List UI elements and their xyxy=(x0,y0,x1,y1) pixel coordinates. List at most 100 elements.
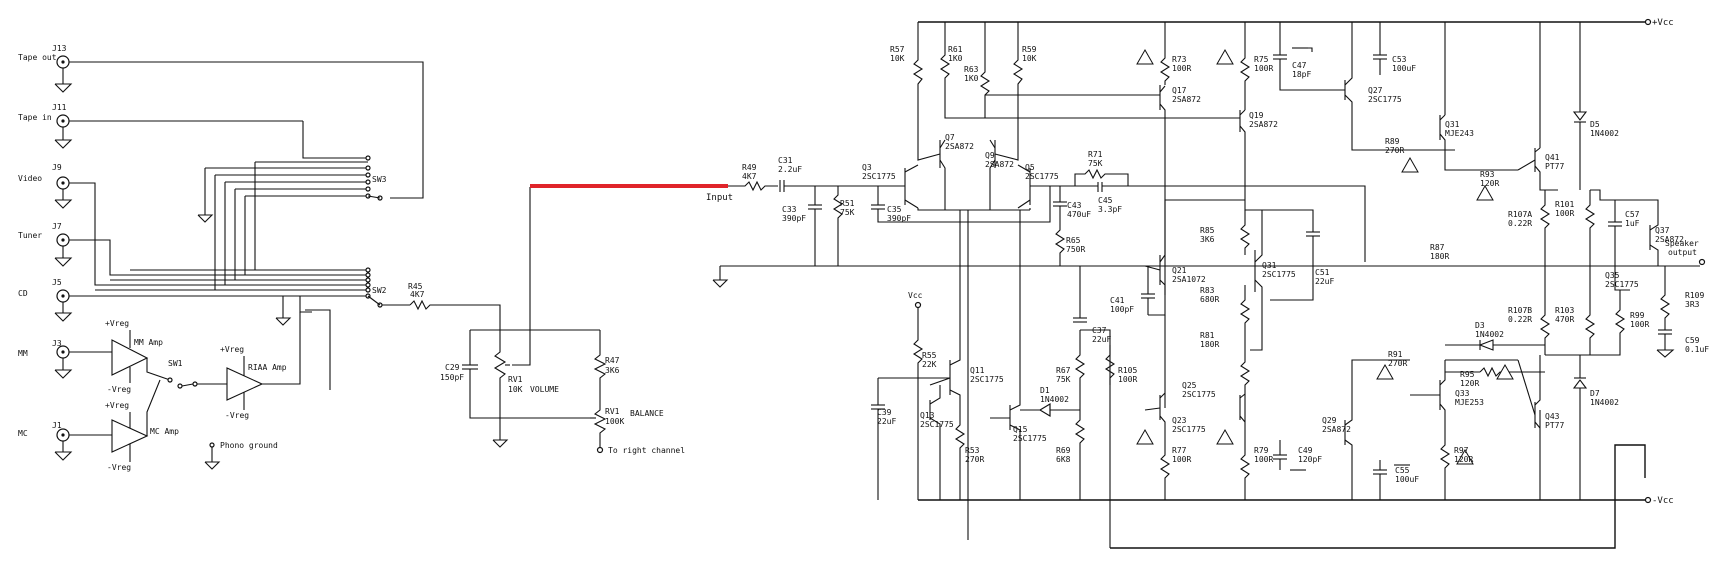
component-ref-d3: D3 xyxy=(1475,321,1485,330)
speaker-output-1: Speaker xyxy=(1665,239,1699,248)
component-ref-q11: Q11 xyxy=(970,366,985,375)
jack-video-id: J9 xyxy=(52,163,62,172)
component-value-c45: 3.3pF xyxy=(1098,205,1122,214)
component-value-q35: 2SC1775 xyxy=(1605,280,1639,289)
component-ref-c47: C47 xyxy=(1292,61,1307,70)
right-channel-label: To right channel xyxy=(608,446,685,455)
component-value-r59: 10K xyxy=(1022,54,1037,63)
power-amplifier: +Vcc -Vcc Speaker output xyxy=(712,18,1706,549)
jack-mm-id: J3 xyxy=(52,339,62,348)
component-ref-r77: R77 xyxy=(1172,446,1187,455)
component-value-r53: 270R xyxy=(965,455,984,464)
volume-label: VOLUME xyxy=(530,385,559,394)
component-ref-q27: Q27 xyxy=(1368,86,1383,95)
component-value-r51: 75K xyxy=(840,208,855,217)
component-ref-r69: R69 xyxy=(1056,446,1071,455)
component-value-c57: 1uF xyxy=(1625,219,1640,228)
component-ref-r59: R59 xyxy=(1022,45,1037,54)
component-value-q37: 2SA872 xyxy=(1655,235,1684,244)
component-ref-d1: D1 xyxy=(1040,386,1050,395)
mm-amp-label: MM Amp xyxy=(134,338,163,347)
r47-val: 3K6 xyxy=(605,366,620,375)
component-ref-r49: R49 xyxy=(742,163,757,172)
component-ref-r73: R73 xyxy=(1172,55,1187,64)
component-ref-c53: C53 xyxy=(1392,55,1407,64)
component-ref-q3: Q3 xyxy=(862,163,872,172)
component-ref-c43: C43 xyxy=(1067,201,1082,210)
speaker-output-2: output xyxy=(1668,248,1697,257)
component-value-r65: 750R xyxy=(1066,245,1085,254)
component-ref-q21: Q21 xyxy=(1172,266,1187,275)
component-value-r93: 120R xyxy=(1480,179,1499,188)
component-ref-c57: C57 xyxy=(1625,210,1640,219)
component-value-r95: 120R xyxy=(1460,379,1479,388)
rail-pos-label: +Vcc xyxy=(1652,18,1674,28)
component-value-q15: 2SC1775 xyxy=(1013,434,1047,443)
component-value-c33: 390pF xyxy=(782,214,806,223)
component-value-c39: 22uF xyxy=(877,417,896,426)
component-ref-q37: Q37 xyxy=(1655,226,1670,235)
component-ref-q29: Q29 xyxy=(1322,416,1337,425)
component-value-c53: 100uF xyxy=(1392,64,1416,73)
component-value-c35: 390pF xyxy=(887,214,911,223)
component-ref-r103: R103 xyxy=(1555,306,1574,315)
component-value-r71: 75K xyxy=(1088,159,1103,168)
component-ref-q35: Q35 xyxy=(1605,271,1620,280)
phono-preamp: MM Amp +Vreg -Vreg MC Amp +Vreg -Vreg SW… xyxy=(69,312,301,472)
component-value-r77: 100R xyxy=(1172,455,1191,464)
component-ref-r75: R75 xyxy=(1254,55,1269,64)
component-value-r83: 680R xyxy=(1200,295,1219,304)
component-value-c49: 120pF xyxy=(1298,455,1322,464)
jack-cd-id: J5 xyxy=(52,278,62,287)
component-ref-r95: R95 xyxy=(1460,370,1475,379)
component-value-c31: 2.2uF xyxy=(778,165,802,174)
component-ref-q19: Q19 xyxy=(1249,111,1264,120)
sw3-label: SW3 xyxy=(372,175,387,184)
jack-video: J9 Video xyxy=(18,163,73,209)
component-ref-r107a: R107A xyxy=(1508,210,1532,219)
component-ref-r53: R53 xyxy=(965,446,980,455)
mm-vreg-pos: +Vreg xyxy=(105,319,129,328)
component-value-q19: 2SA872 xyxy=(1249,120,1278,129)
component-value-q25: 2SC1775 xyxy=(1182,390,1216,399)
component-ref-r51: R51 xyxy=(840,199,855,208)
component-value-r89: 270R xyxy=(1385,146,1404,155)
riaa-vreg-pos: +Vreg xyxy=(220,345,244,354)
component-ref-c39: C39 xyxy=(877,408,892,417)
component-ref-q33: Q33 xyxy=(1455,389,1470,398)
component-value-r85: 3K6 xyxy=(1200,235,1215,244)
rv1b-val: 100K xyxy=(605,417,624,426)
component-value-r87: 180R xyxy=(1430,252,1449,261)
component-value-r73: 100R xyxy=(1172,64,1191,73)
component-ref-c49: C49 xyxy=(1298,446,1313,455)
component-value-r63: 1K0 xyxy=(964,74,979,83)
component-value-r105: 100R xyxy=(1118,375,1137,384)
component-ref-q5: Q5 xyxy=(1025,163,1035,172)
component-value-r103: 470R xyxy=(1555,315,1574,324)
mc-vreg-neg: -Vreg xyxy=(107,463,131,472)
riaa-vreg-neg: -Vreg xyxy=(225,411,249,420)
component-ref-q31: Q31 xyxy=(1445,120,1460,129)
component-value-d3: 1N4002 xyxy=(1475,330,1504,339)
rv1a-ref: RV1 xyxy=(508,375,523,384)
component-ref-q41: Q41 xyxy=(1545,153,1560,162)
component-ref-r61: R61 xyxy=(948,45,963,54)
jack-tuner-name: Tuner xyxy=(18,231,42,240)
jack-mc-id: J1 xyxy=(52,421,62,430)
component-ref-q7: Q7 xyxy=(945,133,955,142)
sw1-label: SW1 xyxy=(168,359,183,368)
component-value-c51: 22uF xyxy=(1315,277,1334,286)
component-value-r107b: 0.22R xyxy=(1508,315,1532,324)
component-ref-d7: D7 xyxy=(1590,389,1600,398)
component-value-r99: 100R xyxy=(1630,320,1649,329)
resistor-r45: R45 4K7 xyxy=(408,282,440,311)
jack-tape-out: J13 Tape out xyxy=(18,44,73,93)
component-value-r101: 100R xyxy=(1555,209,1574,218)
component-value-r61: 1K0 xyxy=(948,54,963,63)
component-ref-r99: R99 xyxy=(1630,311,1645,320)
component-value-r49: 4K7 xyxy=(742,172,757,181)
jack-tape-in: J11 Tape in xyxy=(18,103,73,149)
jack-tape-out-name: Tape out xyxy=(18,53,57,62)
component-ref-r93: R93 xyxy=(1480,170,1495,179)
